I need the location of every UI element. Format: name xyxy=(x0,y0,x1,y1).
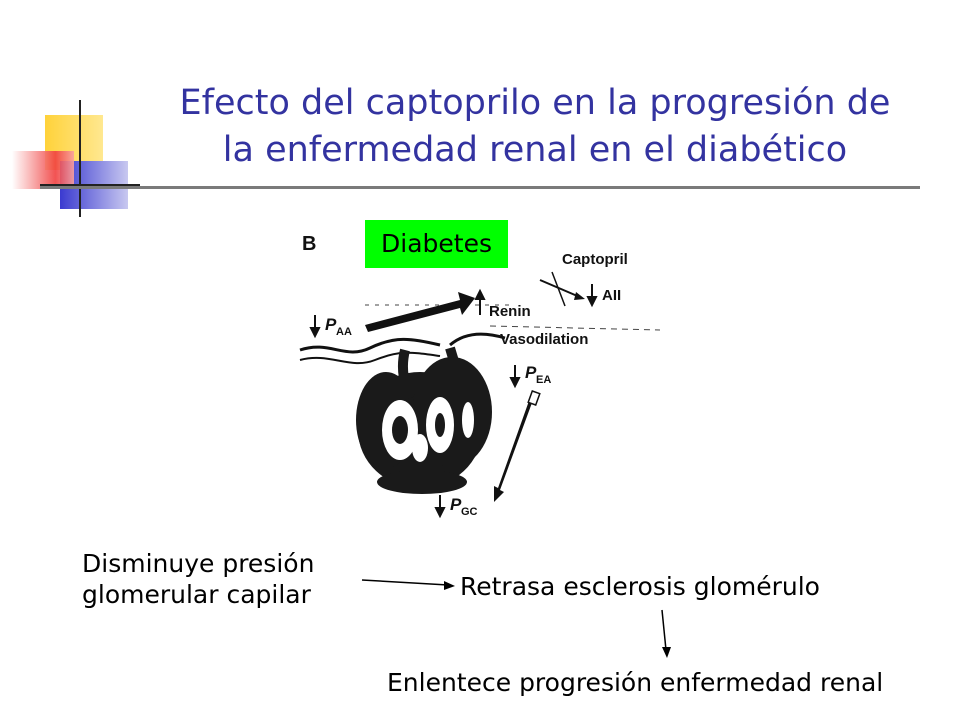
step1-line-2: glomerular capilar xyxy=(82,580,311,609)
p-gc-subscript: GC xyxy=(461,506,478,518)
p-aa-subscript: AA xyxy=(336,326,352,338)
step1-text: Disminuye presión glomerular capilar xyxy=(82,548,314,610)
diabetes-label-box: Diabetes xyxy=(365,220,508,268)
renin-label: Renin xyxy=(489,303,531,320)
afferent-arteriole xyxy=(299,337,441,354)
step2-to-step3-arrow xyxy=(661,609,671,658)
title-line-1: Efecto del captoprilo en la progresión d… xyxy=(179,83,891,123)
paa-to-renin-arrow xyxy=(365,292,475,332)
vasodilation-label: Vasodilation xyxy=(500,331,588,348)
title-underline xyxy=(40,186,920,189)
step1-to-step2-arrow xyxy=(361,579,455,590)
p-gc-label: P xyxy=(450,495,462,514)
captopril-inhibition-arrow xyxy=(539,279,583,299)
corner-squares-graphic xyxy=(12,100,140,217)
corner-decoration xyxy=(0,95,140,225)
title-line-2: la enfermedad renal en el diabético xyxy=(222,130,848,170)
glomerulus-diagram-graphic: B xyxy=(299,233,661,519)
all-label: AII xyxy=(602,287,621,304)
p-ea-subscript: EA xyxy=(536,374,551,386)
slide-title: Efecto del captoprilo en la progresión d… xyxy=(130,80,940,174)
pea-to-pgc-arrow xyxy=(494,395,536,502)
p-aa-label: P xyxy=(325,315,337,334)
step3-text: Enlentece progresión enfermedad renal xyxy=(387,668,884,697)
p-ea-label: P xyxy=(525,363,537,382)
step2-text: Retrasa esclerosis glomérulo xyxy=(460,572,820,601)
panel-letter: B xyxy=(302,233,316,255)
glomerulus-tuft xyxy=(356,346,492,494)
captopril-label: Captopril xyxy=(562,251,628,268)
glomerulus-diagram: B xyxy=(290,220,670,534)
step1-line-1: Disminuye presión xyxy=(82,549,315,578)
